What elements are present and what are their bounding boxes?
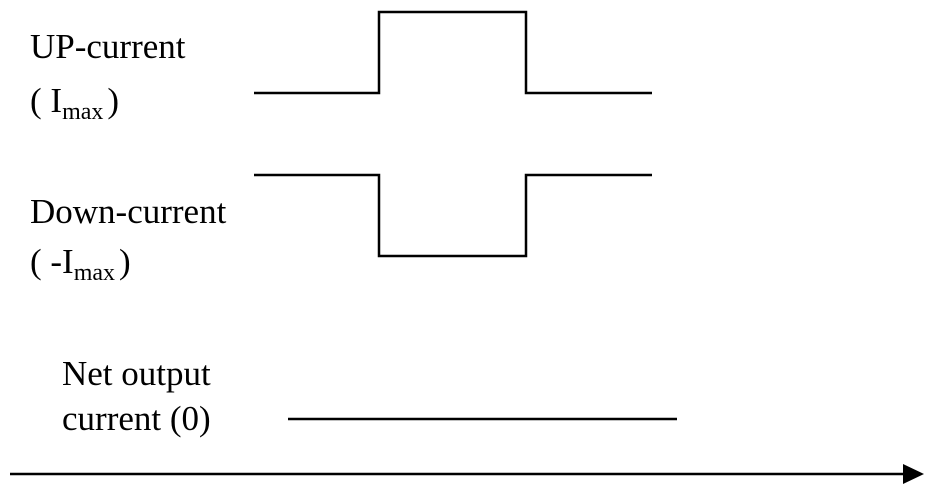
down-current-magnitude: ( -Imax) — [30, 242, 131, 286]
up-current-label: UP-current — [30, 25, 186, 69]
net-output-title: Net output — [62, 354, 211, 393]
down-current-title: Down-current — [30, 192, 227, 231]
up-current-magnitude: ( Imax) — [30, 81, 120, 125]
net-output-label: Net output — [62, 352, 211, 396]
down-current-waveform — [254, 173, 652, 258]
time-axis-arrowhead — [903, 464, 924, 484]
up-current-waveform — [254, 10, 652, 95]
up-current-title: UP-current — [30, 27, 186, 66]
net-output-value: current (0) — [62, 399, 211, 438]
down-current-label: Down-current — [30, 190, 226, 234]
